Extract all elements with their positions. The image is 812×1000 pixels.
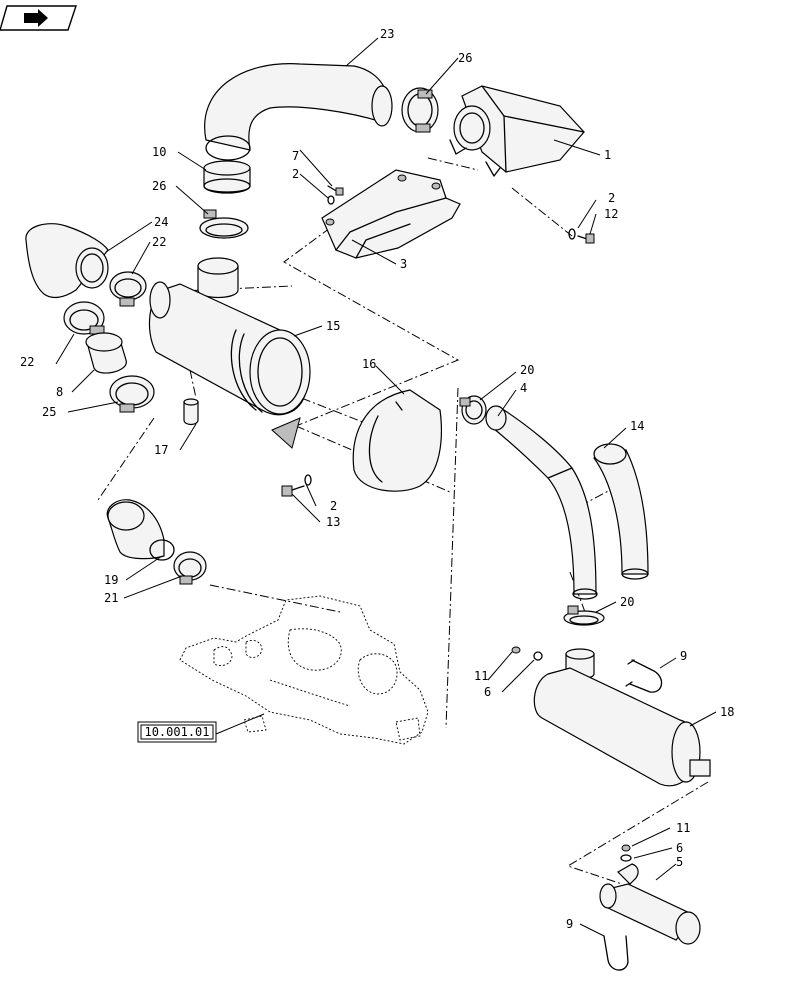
washer-6-lower <box>620 854 632 862</box>
bolt-13 <box>281 474 312 497</box>
callout-14: 14 <box>630 419 644 433</box>
elbow-24 <box>25 223 109 299</box>
sleeve-10 <box>203 160 251 194</box>
washer-6-upper <box>533 651 543 661</box>
elbow-19 <box>106 499 175 561</box>
callout-7: 7 <box>292 149 299 163</box>
callout-3: 3 <box>400 257 407 271</box>
callout-22a: 22 <box>152 235 166 249</box>
hose-clamp-26-lower <box>199 209 249 239</box>
reference-box[interactable]: 10.001.01 <box>137 721 217 743</box>
callout-9b: 9 <box>566 917 573 931</box>
callout-1: 1 <box>604 148 611 162</box>
engine-ghost-outline <box>179 595 429 745</box>
muffler-18 <box>533 648 711 787</box>
callout-11a: 11 <box>474 669 488 683</box>
air-cleaner-15 <box>148 257 311 449</box>
mounting-band-16 <box>352 389 442 492</box>
callout-22b: 22 <box>20 355 34 369</box>
u-bolt-9-upper <box>625 659 663 693</box>
tailpipe-5 <box>599 863 701 945</box>
elbow-hose-23 <box>204 63 393 161</box>
u-bolt-9-lower <box>603 935 629 971</box>
hose-clamp-26-upper <box>401 87 439 133</box>
callout-6a: 6 <box>484 685 491 699</box>
valve-17 <box>183 398 199 426</box>
callout-26b: 26 <box>152 179 166 193</box>
callout-17: 17 <box>154 443 168 457</box>
nut-11-upper <box>511 646 521 654</box>
callout-2c: 2 <box>330 499 337 513</box>
callout-13: 13 <box>326 515 340 529</box>
hose-clamp-22-lower <box>63 301 105 335</box>
callout-18: 18 <box>720 705 734 719</box>
leader-lines <box>55 37 717 937</box>
callout-10: 10 <box>152 145 166 159</box>
bolt-12 <box>568 228 595 244</box>
callout-23: 23 <box>380 27 394 41</box>
callout-20a: 20 <box>520 363 534 377</box>
hose-clamp-20-lower <box>563 605 605 626</box>
callout-12: 12 <box>604 207 618 221</box>
hose-clamp-21 <box>173 551 207 585</box>
callout-25: 25 <box>42 405 56 419</box>
bracket-3 <box>321 169 461 259</box>
callout-20b: 20 <box>620 595 634 609</box>
callout-21: 21 <box>104 591 118 605</box>
callout-2b: 2 <box>608 191 615 205</box>
nav-button[interactable] <box>0 5 77 31</box>
hose-clamp-25 <box>109 375 155 413</box>
callout-5: 5 <box>676 855 683 869</box>
callout-15: 15 <box>326 319 340 333</box>
sleeve-8 <box>85 332 127 374</box>
inlet-hood-1 <box>449 85 585 177</box>
bolt-7 <box>327 185 344 205</box>
callout-11b: 11 <box>676 821 690 835</box>
pipe-14 <box>592 443 649 580</box>
callout-16: 16 <box>362 357 376 371</box>
callout-8: 8 <box>56 385 63 399</box>
callout-9a: 9 <box>680 649 687 663</box>
reference-box-label: 10.001.01 <box>144 725 209 739</box>
callout-19: 19 <box>104 573 118 587</box>
callout-2a: 2 <box>292 167 299 181</box>
forward-arrow-icon <box>24 9 48 27</box>
callout-6b: 6 <box>676 841 683 855</box>
callout-4: 4 <box>520 381 527 395</box>
hose-clamp-22-upper <box>109 271 147 307</box>
nut-11-lower <box>621 844 631 852</box>
exhaust-pipe-4 <box>485 405 598 600</box>
hose-clamp-20-upper <box>459 395 487 425</box>
callout-26a: 26 <box>458 51 472 65</box>
callout-labels: 1 23 26 10 7 2 26 3 24 22 22 8 25 17 15 … <box>20 27 734 931</box>
callout-24: 24 <box>154 215 168 229</box>
